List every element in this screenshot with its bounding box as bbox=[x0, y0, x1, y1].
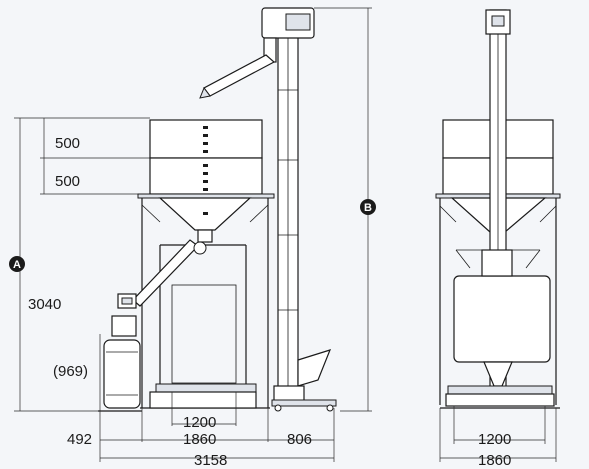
dim-feeder-height: (969) bbox=[53, 363, 88, 380]
dim-offset-left: 492 bbox=[67, 431, 92, 448]
marker-a-label: A bbox=[13, 259, 21, 271]
right-pallet bbox=[447, 385, 553, 395]
dim-right-total-width: 1860 bbox=[478, 452, 511, 469]
hopper-bolts bbox=[203, 126, 208, 191]
discharge-chute bbox=[203, 54, 276, 97]
elevator-base bbox=[271, 399, 337, 407]
right-bag-outlet bbox=[483, 361, 513, 387]
elevator-inlet-hopper bbox=[297, 349, 332, 387]
dim-height-a: 3040 bbox=[28, 296, 61, 313]
marker-a: A bbox=[9, 256, 25, 272]
feeder-motor-detail bbox=[121, 297, 133, 305]
discharge-spout bbox=[199, 86, 211, 99]
dim-section-1: 500 bbox=[55, 135, 80, 152]
feeder-tank bbox=[103, 339, 141, 409]
dim-left-bag-width: 1200 bbox=[183, 414, 216, 431]
pallet bbox=[155, 383, 257, 393]
dim-right-bag-width: 1200 bbox=[478, 431, 511, 448]
bag-outline bbox=[171, 284, 237, 384]
frame-brace-right bbox=[249, 204, 269, 223]
screw-conveyor bbox=[132, 239, 199, 307]
dim-section-2: 500 bbox=[55, 173, 80, 190]
dim-total-width: 3158 bbox=[194, 452, 227, 469]
elevator-drive bbox=[285, 13, 311, 31]
dim-offset-right: 806 bbox=[287, 431, 312, 448]
marker-b-label: B bbox=[364, 202, 372, 214]
feeder-neck bbox=[111, 315, 137, 337]
right-bag bbox=[453, 275, 551, 363]
frame-brace-left bbox=[141, 204, 161, 223]
right-bag-neck bbox=[481, 249, 513, 277]
dim-main-width: 1860 bbox=[183, 431, 216, 448]
right-scale-base bbox=[445, 393, 555, 407]
hopper-outlet bbox=[197, 229, 213, 243]
scale-base bbox=[149, 391, 257, 409]
marker-b: B bbox=[360, 199, 376, 215]
